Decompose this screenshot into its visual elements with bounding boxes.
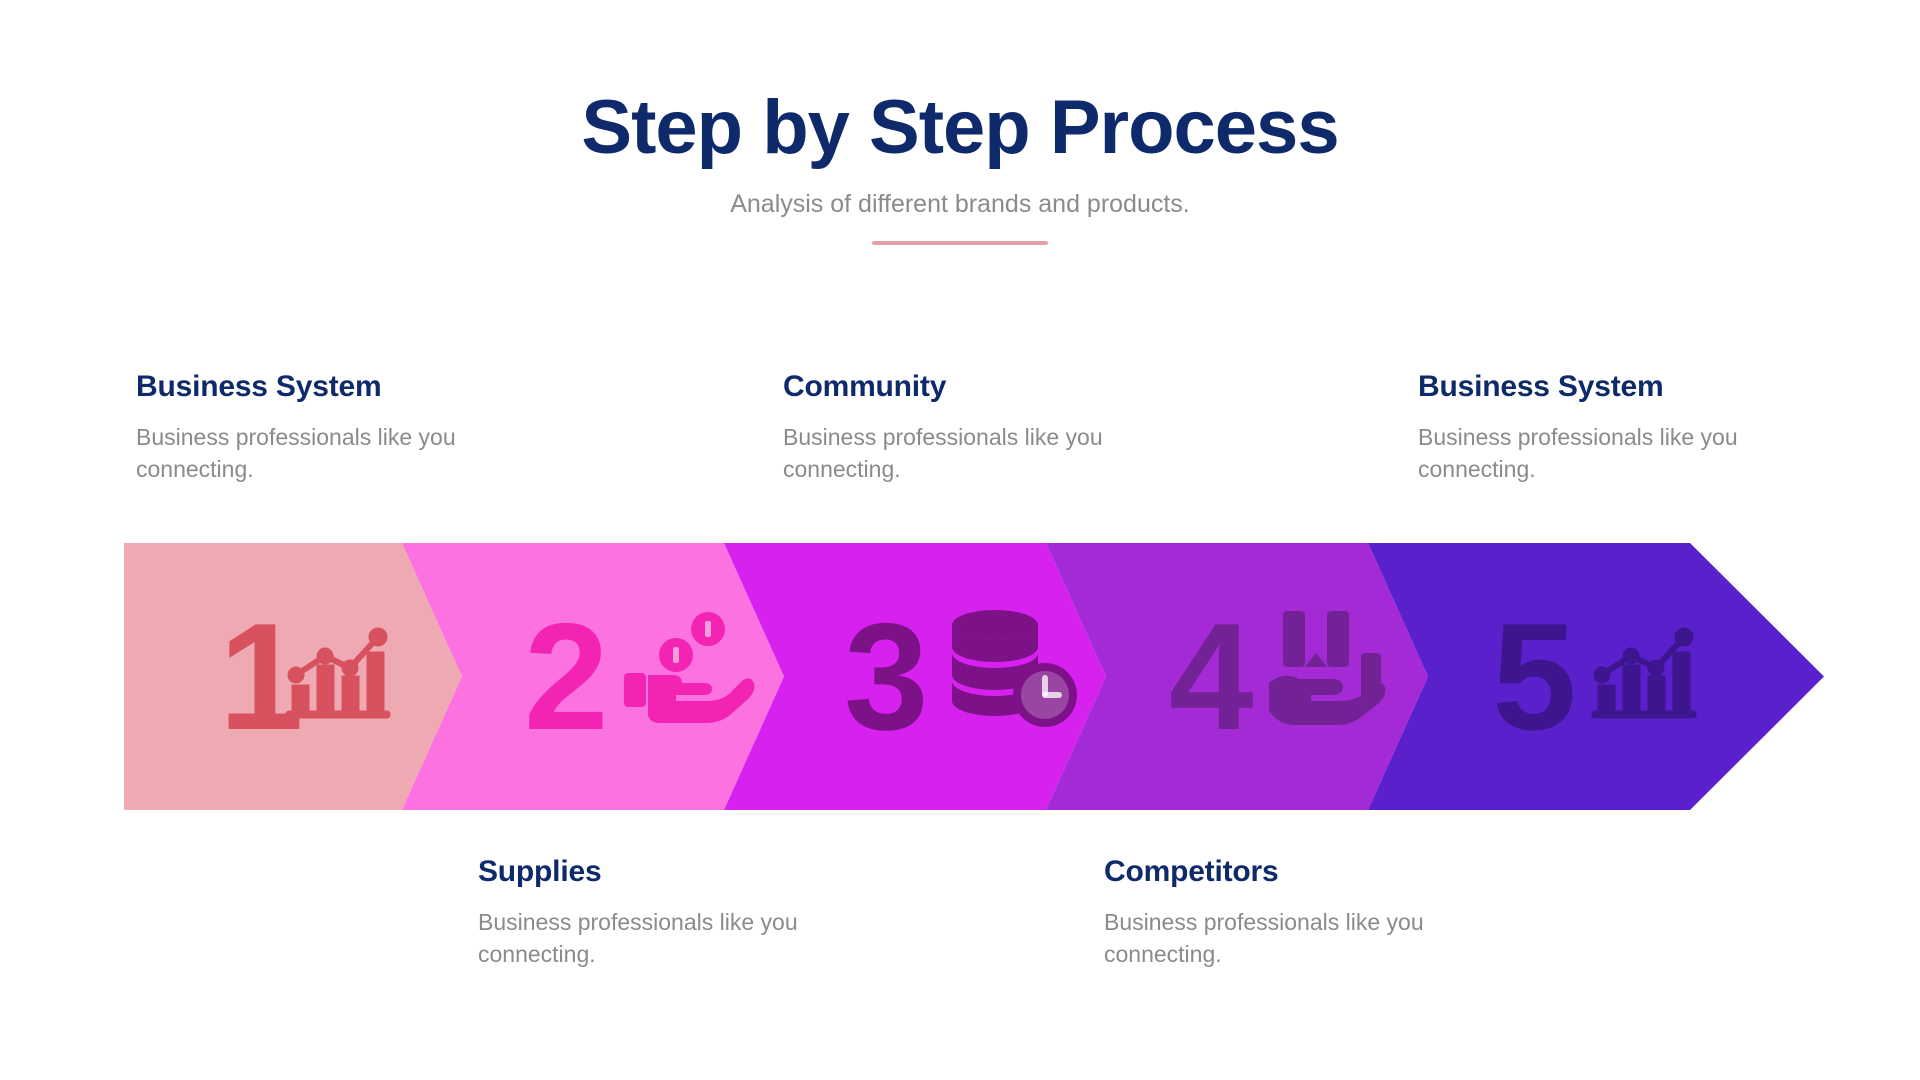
step-label-title-4: Competitors: [1104, 855, 1279, 888]
step-label-title-2: Supplies: [478, 855, 602, 888]
step-marker-1: 1: [219, 592, 390, 762]
step-label-2: Supplies Business professionals like you…: [478, 855, 898, 970]
step-label-1: Business System Business professionals l…: [136, 370, 556, 485]
header: Step by Step Process Analysis of differe…: [0, 0, 1920, 245]
title-divider: [872, 240, 1048, 245]
chevron-segment-2: [402, 543, 784, 810]
step-marker-4: 4: [1169, 592, 1386, 762]
step-label-3: Community Business professionals like yo…: [783, 370, 1203, 485]
step-number-5: 5: [1492, 592, 1577, 762]
step-marker-5: 5: [1492, 592, 1696, 762]
step-label-desc-2: Business professionals like you connecti…: [478, 909, 798, 967]
step-label-title-5: Business System: [1418, 370, 1664, 403]
step-label-desc-1: Business professionals like you connecti…: [136, 424, 456, 482]
step-marker-2: 2: [524, 592, 755, 762]
step-number-2: 2: [524, 592, 609, 762]
step-marker-3: 3: [844, 592, 1077, 762]
page-subtitle: Analysis of different brands and product…: [730, 189, 1190, 218]
top-label-row: Business System Business professionals l…: [0, 370, 1920, 520]
step-label-title-1: Business System: [136, 370, 382, 403]
step-number-4: 4: [1169, 592, 1254, 762]
step-label-desc-3: Business professionals like you connecti…: [783, 424, 1103, 482]
step-label-title-3: Community: [783, 370, 947, 403]
bottom-label-row: Supplies Business professionals like you…: [0, 855, 1920, 1005]
page-title: Step by Step Process: [581, 85, 1339, 170]
chevron-segment-3: [724, 543, 1106, 810]
step-label-desc-4: Business professionals like you connecti…: [1104, 909, 1424, 967]
process-chevron-band: 1 2 3 4 5: [124, 543, 1824, 810]
chevron-segment-4: [1046, 543, 1428, 810]
step-number-3: 3: [844, 592, 929, 762]
step-label-desc-5: Business professionals like you connecti…: [1418, 424, 1738, 482]
step-label-4: Competitors Business professionals like …: [1104, 855, 1524, 970]
step-label-5: Business System Business professionals l…: [1418, 370, 1838, 485]
